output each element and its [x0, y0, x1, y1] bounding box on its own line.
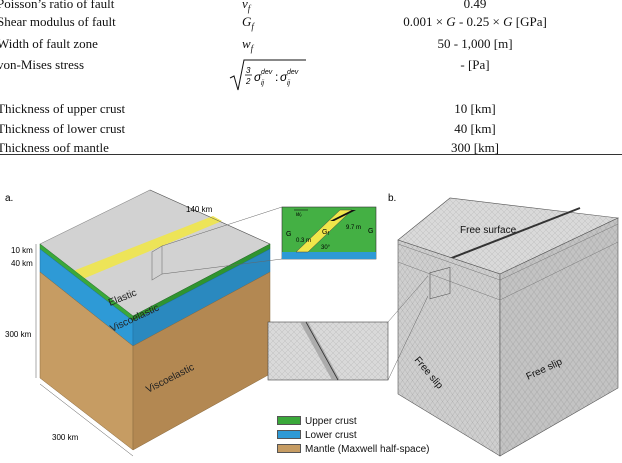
dim-300km-bottom: 300 km [52, 433, 79, 442]
row-value: - [Pa] [330, 57, 620, 73]
dim-40km: 40 km [11, 259, 33, 268]
legend-swatch [277, 444, 301, 453]
inset-g-left: G [286, 231, 291, 238]
svg-text:3: 3 [246, 66, 251, 75]
svg-text::: : [275, 70, 278, 84]
dim-300km-side: 300 km [5, 330, 32, 339]
von-mises-formula: 3 2 σ dev ij : σ dev ij [228, 58, 308, 92]
parameter-table: Poisson’s ratio of fault νf 0.49 Shear m… [0, 0, 622, 156]
panel-a-label: a. [5, 193, 13, 204]
legend-swatch [277, 416, 301, 425]
row-value: 10 [km] [330, 101, 620, 117]
row-value: 0.49 [330, 0, 620, 12]
row-value: 0.001 × G - 0.25 × G [GPa] [330, 14, 620, 30]
row-symbol: Gf [242, 14, 254, 35]
free-surface-label: Free surface [460, 225, 517, 236]
inset-0-3m: 0.3 m [296, 238, 311, 244]
svg-text:ij: ij [287, 80, 291, 87]
row-label: Thickness of upper crust [0, 101, 125, 117]
inset-g-right: G [368, 228, 373, 235]
inset-angle: 30° [321, 245, 331, 251]
row-label: Poisson’s ratio of fault [0, 0, 114, 12]
dim-140km: 140 km [186, 205, 213, 214]
table-bottom-rule [0, 154, 622, 155]
mesh-zoom-inset [268, 322, 388, 380]
legend-mantle: Mantle (Maxwell half-space) [277, 444, 430, 455]
svg-text:2: 2 [245, 77, 251, 86]
row-label: Width of fault zone [0, 36, 98, 52]
panel-b-label: b. [388, 193, 396, 204]
row-label: von-Mises stress [0, 57, 84, 73]
inset-gf: Gf [322, 229, 329, 237]
svg-text:dev: dev [287, 69, 299, 76]
dim-10km: 10 km [11, 246, 33, 255]
inset-9-7m: 9.7 m [346, 225, 361, 231]
row-label: Thickness of lower crust [0, 121, 125, 137]
mesh-left-face [398, 240, 500, 456]
row-label: Shear modulus of fault [0, 14, 116, 30]
row-symbol: wf [242, 36, 253, 57]
legend-upper-crust: Upper crust [277, 416, 357, 427]
inset-wf-label: wf [296, 212, 302, 218]
legend-lower-crust: Lower crust [277, 430, 357, 441]
row-value: 40 [km] [330, 121, 620, 137]
svg-text:ij: ij [261, 80, 265, 87]
legend-swatch [277, 430, 301, 439]
model-figure: a. Elastic Viscoelastic Viscoelastic 140… [0, 188, 622, 458]
row-value: 50 - 1,000 [m] [330, 36, 620, 52]
fault-inset: wf G Gf G 0.3 m 9.7 m 30° [282, 207, 376, 259]
svg-text:dev: dev [261, 69, 273, 76]
